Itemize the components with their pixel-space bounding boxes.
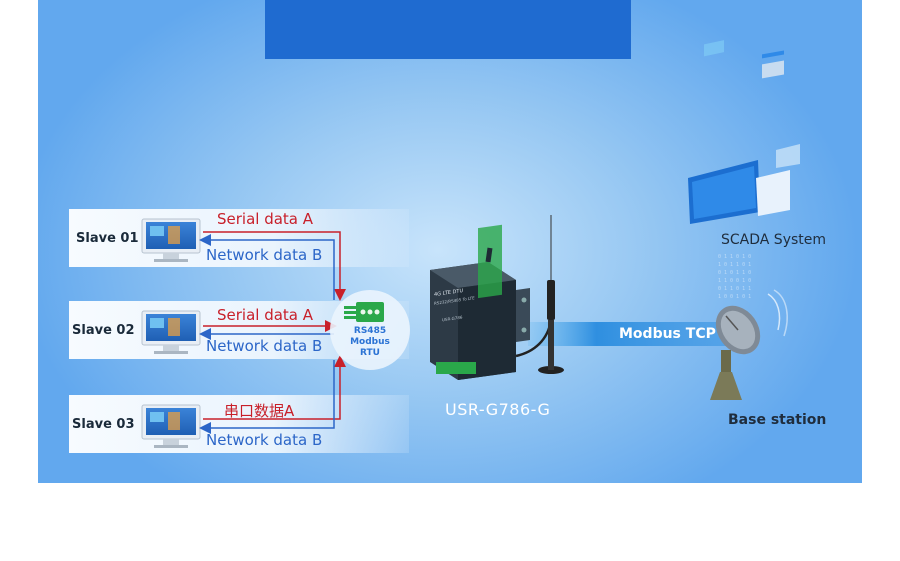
slave-02-label: Slave 02: [72, 323, 135, 338]
scada-label: SCADA System: [721, 232, 827, 248]
svg-text:0 1 1 0 1 0: 0 1 1 0 1 0: [718, 254, 751, 260]
svg-text:0 1 0 1 1 0: 0 1 0 1 1 0: [718, 270, 751, 276]
rs485-line2: Modbus RTU: [350, 337, 390, 358]
base-station-label: Base station: [728, 412, 827, 428]
network-arrow-03: [199, 360, 335, 434]
serial-arrow-01: [203, 231, 346, 301]
dtu-device: [430, 224, 530, 380]
satellite-dish-icon: [710, 289, 788, 400]
svg-text:1 0 0 1 0 1: 1 0 0 1 0 1: [718, 294, 751, 300]
slave-03-band: [69, 395, 409, 453]
serial-arrow-03: [203, 355, 346, 420]
rs485-circle: [330, 290, 410, 370]
rs485-label: RS485 Modbus RTU: [340, 326, 400, 359]
antenna-icon: [515, 215, 564, 374]
serial-label-02: Serial data A: [217, 306, 314, 324]
network-label-03: Network data B: [206, 431, 323, 449]
binary-stream: 0 1 1 0 1 0 1 0 1 1 0 1 0 1 0 1 1 0 1 1 …: [718, 254, 751, 300]
monitor-icon: [141, 310, 201, 354]
svg-text:0 1 1 0 1 1: 0 1 1 0 1 1: [718, 286, 751, 292]
network-label-02: Network data B: [206, 337, 323, 355]
slave-01-label: Slave 01: [76, 231, 139, 246]
rs485-line1: RS485: [353, 326, 387, 336]
rs485-terminal-icon: [344, 302, 384, 322]
slave-03-label: Slave 03: [72, 417, 135, 432]
modbus-tcp-label: Modbus TCP: [619, 326, 716, 342]
monitor-icon: [141, 218, 201, 262]
diagram-graphics: 0 1 1 0 1 0 1 0 1 1 0 1 0 1 0 1 1 0 1 1 …: [141, 40, 800, 448]
slave-01-band: [69, 209, 409, 267]
serial-label-01: Serial data A: [217, 210, 314, 228]
network-label-01: Network data B: [206, 246, 323, 264]
device-label: USR-G786-G: [445, 400, 551, 419]
diagram-panel: 0 1 1 0 1 0 1 0 1 1 0 1 0 1 0 1 1 0 1 1 …: [38, 0, 862, 483]
network-arrow-01: [199, 234, 335, 300]
monitor-icon: [141, 404, 201, 448]
title-banner: [265, 0, 631, 59]
scada-screens-icon: [688, 40, 800, 224]
serial-label-03: 串口数据A: [224, 402, 295, 420]
svg-text:1 1 0 0 1 0: 1 1 0 0 1 0: [718, 278, 751, 284]
svg-text:1 0 1 1 0 1: 1 0 1 1 0 1: [718, 262, 751, 268]
